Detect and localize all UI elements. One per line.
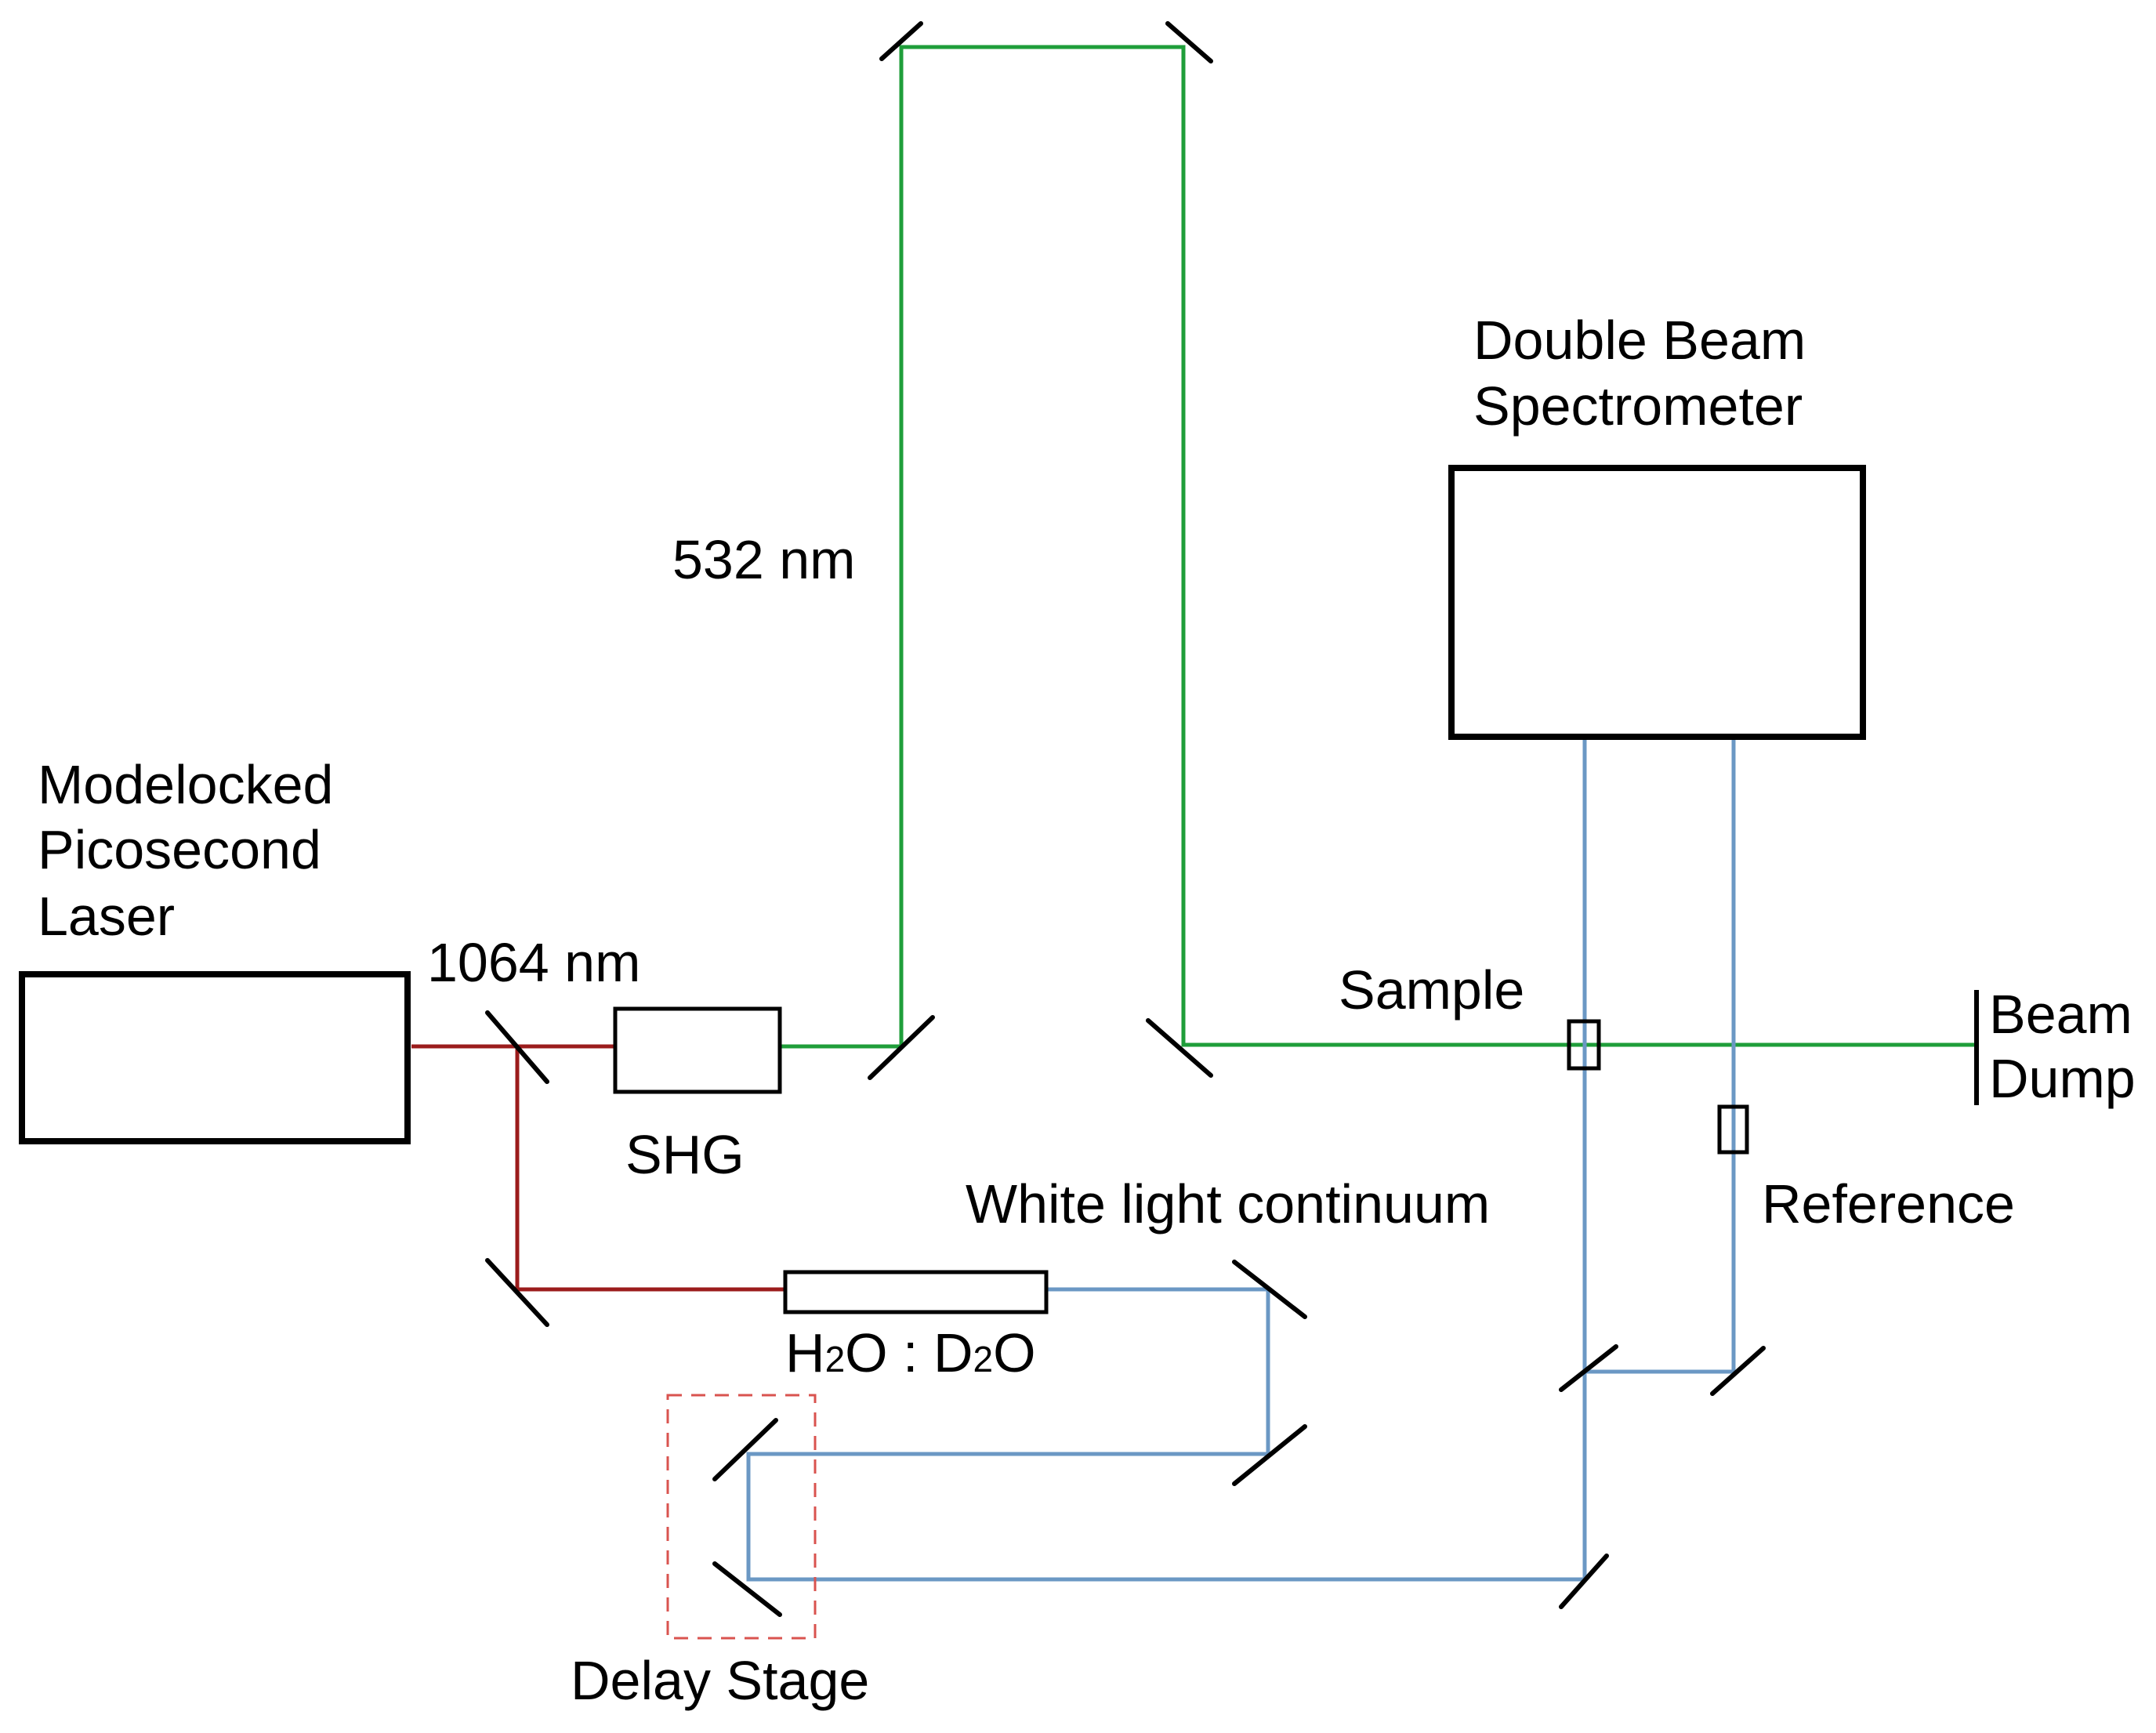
white-light-label: White light continuum (966, 1173, 1490, 1234)
cell-label-h: H (785, 1322, 825, 1383)
mirror-probe-2 (1232, 1424, 1307, 1486)
beam-dump-label-line2: Dump (1989, 1048, 2136, 1109)
laser-label-line1: Modelocked (38, 754, 333, 815)
green-beam-path (780, 45, 1975, 1049)
cell-label-sub1: 2 (825, 1339, 846, 1380)
reference-cell (1717, 1104, 1749, 1155)
sample-label: Sample (1339, 959, 1524, 1021)
cell-label-o: O (993, 1322, 1035, 1383)
laser-label-line2: Picosecond (38, 819, 321, 880)
mirror-green-3 (1165, 21, 1213, 63)
beam-splitter (485, 1010, 549, 1084)
continuum-cell-label: H2O : D2O (785, 1322, 1036, 1383)
mirror-probe-1 (1232, 1260, 1307, 1319)
delay-stage-outline (666, 1394, 817, 1640)
cell-label-od: O : D (845, 1322, 973, 1383)
shg-label: SHG (625, 1124, 745, 1185)
probe-beam-path (746, 739, 1587, 1582)
beam-splitter-probe (1559, 1344, 1618, 1392)
mirror-probe-3 (1559, 1554, 1609, 1609)
green-wavelength-label: 532 nm (672, 529, 855, 590)
mirror-green-2 (879, 21, 923, 61)
mirror-reference (1710, 1346, 1766, 1396)
mirror-delay-1 (712, 1418, 778, 1481)
mirror-ir-fold (485, 1258, 549, 1327)
reference-label: Reference (1762, 1173, 2015, 1234)
reference-beam-path (1585, 739, 1736, 1374)
sample-cell (1567, 1019, 1601, 1071)
beam-dump-label-line1: Beam (1989, 984, 2132, 1045)
laser-box (19, 971, 411, 1144)
spectrometer-label-line2: Spectrometer (1473, 375, 1803, 437)
laser-label-line3: Laser (38, 886, 175, 947)
mirror-delay-2 (712, 1561, 782, 1617)
shg-crystal (613, 1006, 782, 1094)
spectrometer-box (1448, 465, 1866, 740)
ir-wavelength-label: 1064 nm (427, 932, 640, 993)
cell-label-sub2: 2 (973, 1339, 994, 1380)
continuum-cell (783, 1270, 1049, 1314)
mirror-green-1 (868, 1015, 935, 1080)
delay-stage-label: Delay Stage (571, 1650, 869, 1711)
spectrometer-label-line1: Double Beam (1473, 310, 1806, 371)
mirror-green-4 (1146, 1018, 1213, 1078)
